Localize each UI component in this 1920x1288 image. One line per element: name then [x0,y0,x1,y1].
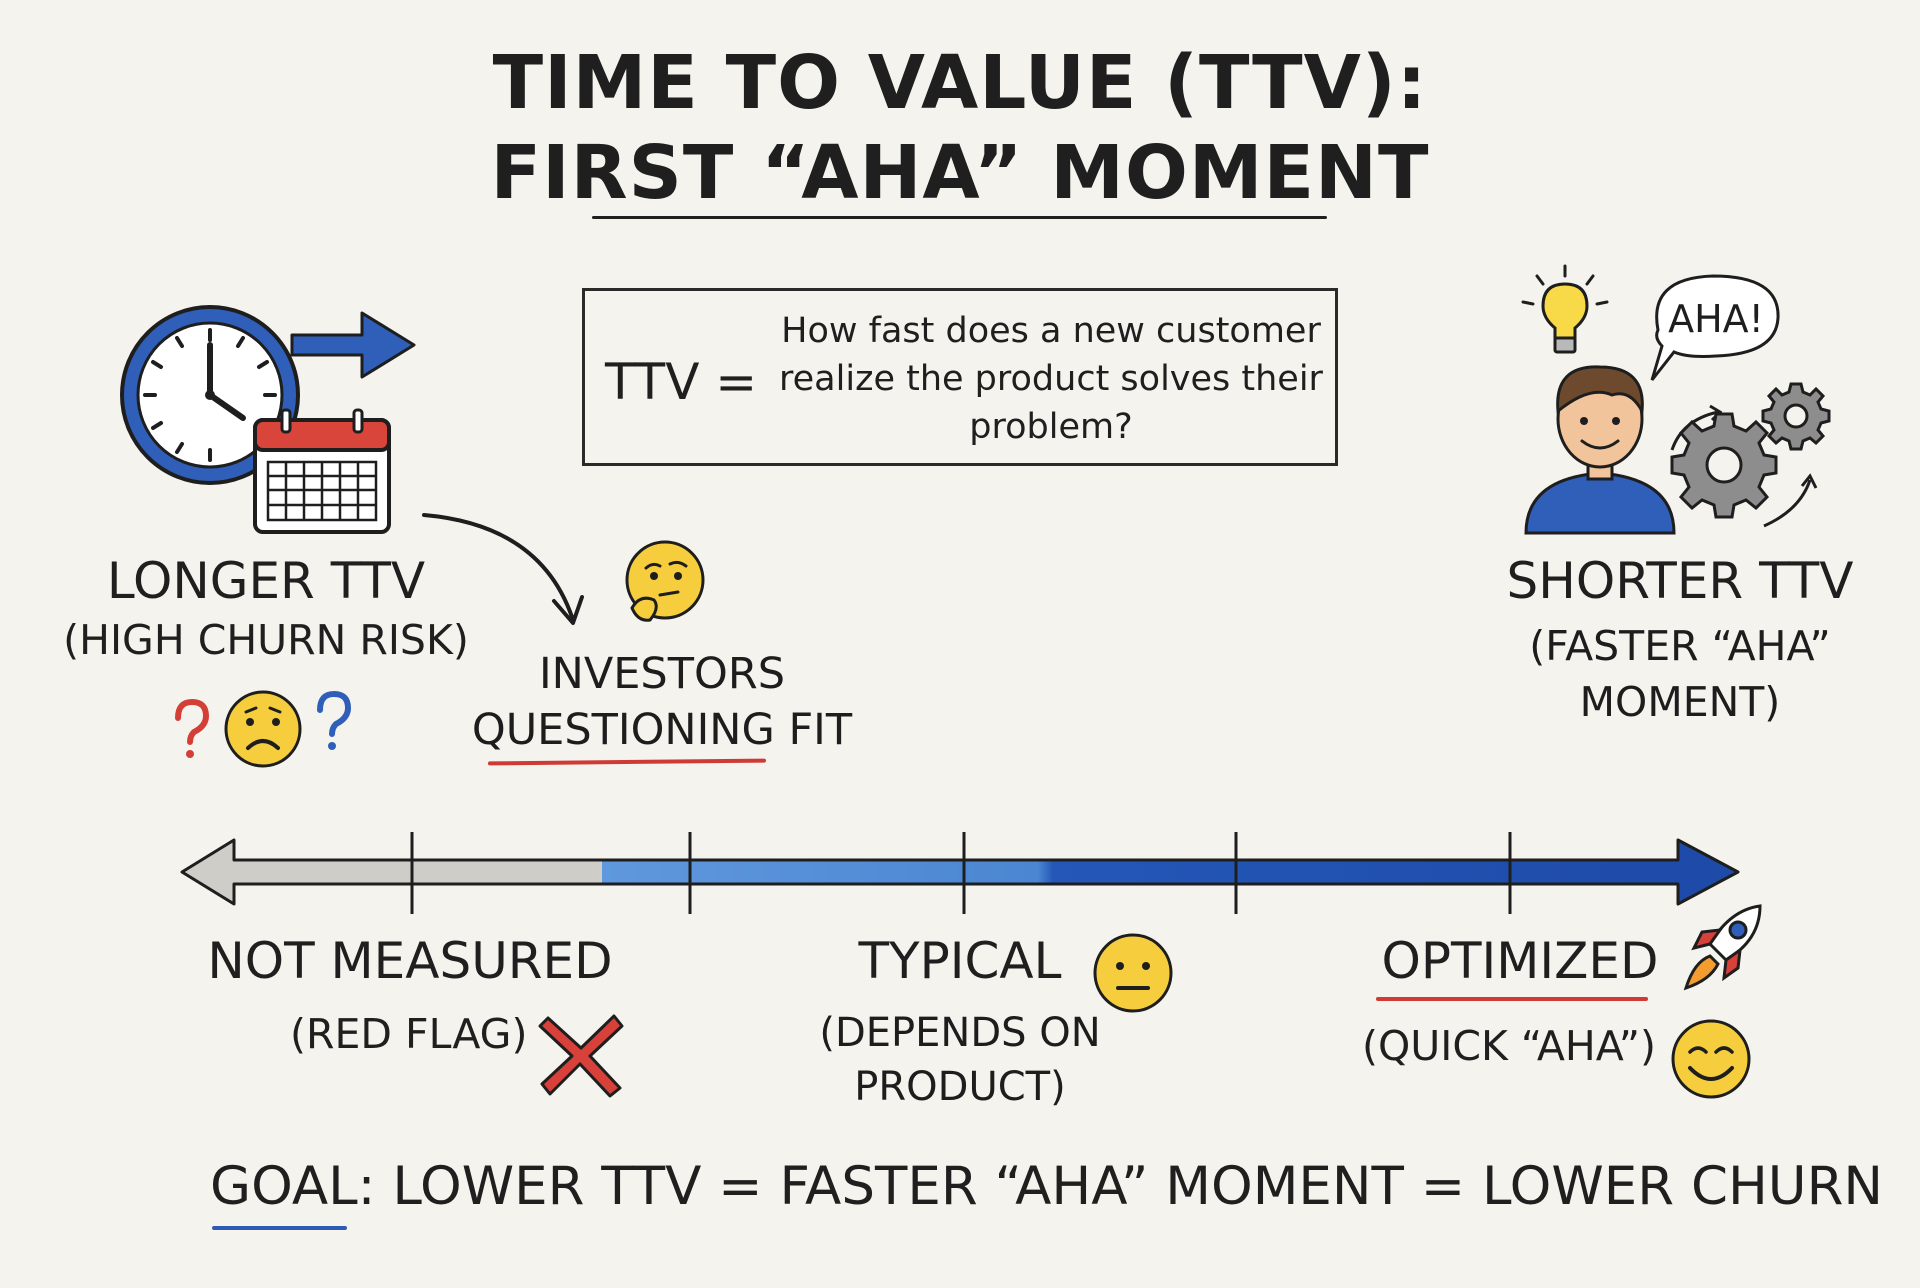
goal-word: GOAL [210,1156,358,1217]
stage-not-measured: NOT MEASURED [170,932,650,990]
page-title: TIME TO VALUE (TTV): FIRST “AHA” MOMENT [0,38,1920,218]
title-line-1: TIME TO VALUE (TTV): [0,38,1920,128]
investors-note: INVESTORS QUESTIONING FIT [462,646,862,758]
definition-box: TTV = How fast does a new customer reali… [582,288,1338,466]
stage-typical: TYPICAL [800,932,1120,990]
goal-text: : LOWER TTV = FASTER “AHA” MOMENT = LOWE… [358,1156,1883,1217]
shorter-ttv-title: SHORTER TTV [1480,552,1880,610]
goal-underline [212,1226,347,1230]
optimized-underline [1376,997,1648,1001]
question-mark-icon [170,698,214,762]
question-mark-icon [312,690,356,754]
title-line-2: FIRST “AHA” MOMENT [0,128,1920,218]
stage-typical-sub: (DEPENDS ON PRODUCT) [790,1006,1130,1114]
gears-icon [1660,370,1840,530]
title-underline [592,216,1327,219]
investors-underline [488,759,766,766]
ttv-scale-arrow [178,832,1746,914]
thinking-face-icon [620,538,710,628]
calendar-icon [252,410,392,536]
rocket-icon [1676,902,1768,1002]
longer-ttv-title: LONGER TTV [56,552,476,610]
lightbulb-icon [1515,262,1615,362]
stage-optimized: OPTIMIZED [1350,932,1690,990]
arrow-right-icon [290,305,420,385]
smile-face-icon [1668,1016,1754,1102]
stage-not-measured-sub: (RED FLAG) [290,1010,527,1058]
goal-statement: GOAL: LOWER TTV = FASTER “AHA” MOMENT = … [210,1156,1883,1217]
red-x-icon [538,1012,624,1098]
definition-lhs: TTV = [605,353,757,411]
shorter-ttv-subtitle: (FASTER “AHA” MOMENT) [1480,618,1880,730]
definition-question: How fast does a new customer realize the… [771,307,1331,451]
neutral-face-icon [1090,930,1176,1016]
stage-optimized-sub: (QUICK “AHA”) [1362,1022,1656,1070]
sad-face-icon [222,688,304,770]
longer-ttv-subtitle: (HIGH CHURN RISK) [56,616,476,664]
speech-text: AHA! [1668,297,1764,341]
person-icon [1520,355,1680,535]
